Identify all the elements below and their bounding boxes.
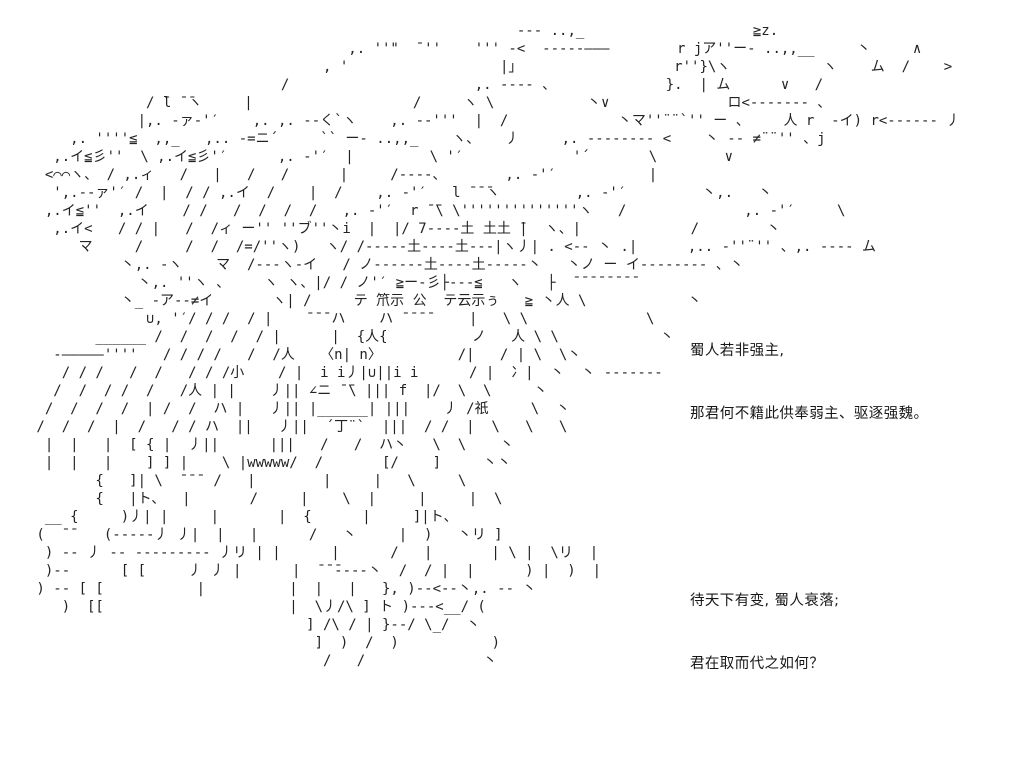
- dialogue-line: 蜀人若非强主,: [690, 343, 785, 359]
- dialogue-paragraph-1: 蜀人若非强主, 那君何不籍此供奉弱主、驱逐强魏。: [690, 299, 990, 467]
- dialogue-paragraph-2: 待天下有变, 蜀人衰落; 君在取而代之如何？: [690, 549, 990, 717]
- dialogue-block: 蜀人若非强主, 那君何不籍此供奉弱主、驱逐强魏。 待天下有变, 蜀人衰落; 君在…: [690, 236, 990, 780]
- scene-root: -‐- ..,_ ≧z. ,. ''" ̄ '' ''' -< ‐‐‐‐‐―――…: [36, 23, 961, 672]
- dialogue-line: 待天下有变, 蜀人衰落;: [690, 593, 840, 609]
- dialogue-line: 君在取而代之如何？: [690, 656, 825, 672]
- dialogue-line: 那君何不籍此供奉弱主、驱逐强魏。: [690, 406, 929, 422]
